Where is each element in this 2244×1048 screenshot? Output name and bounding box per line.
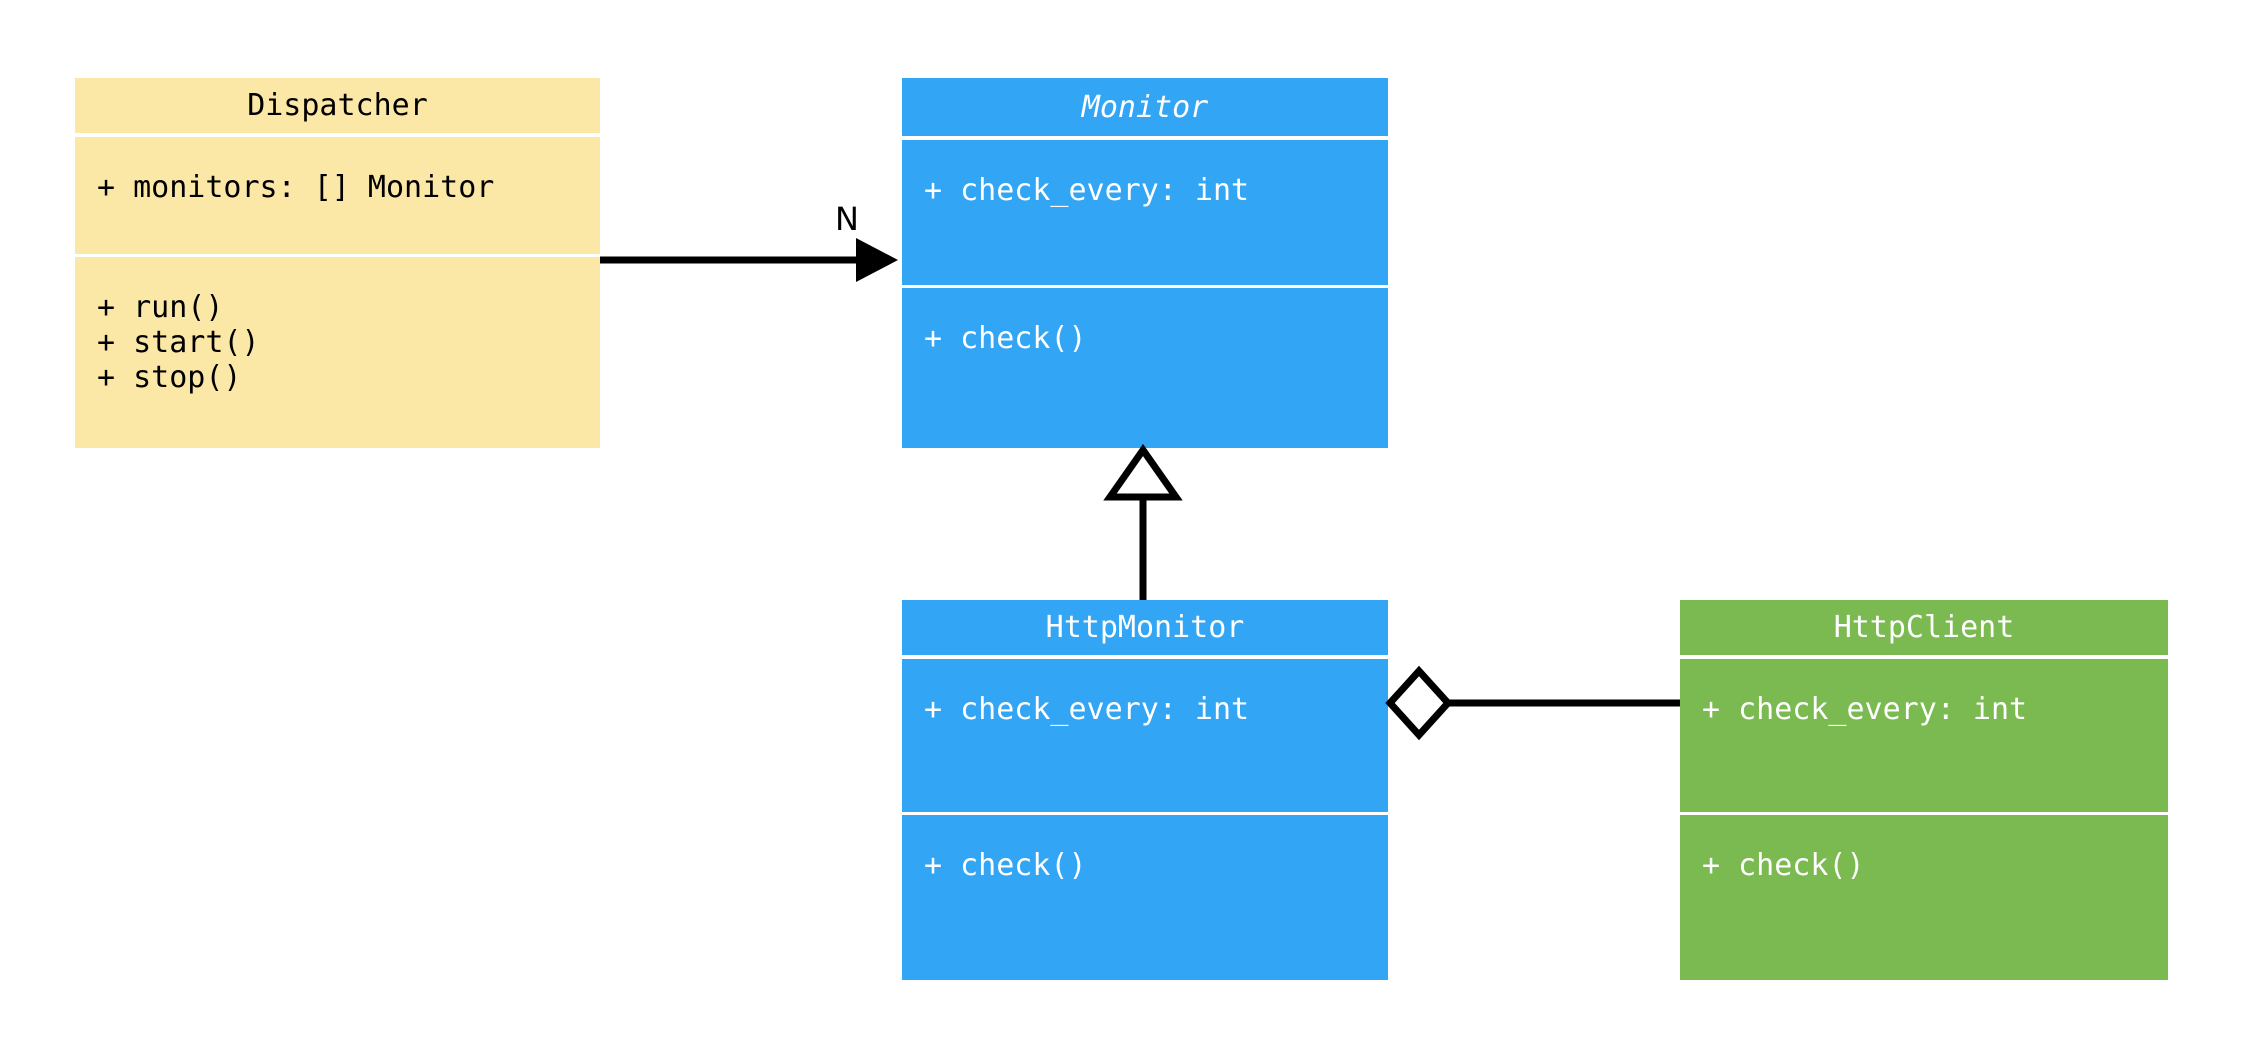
class-attribute: + check_every: int <box>924 173 1250 208</box>
class-method: + run() <box>97 290 224 325</box>
class-method: + stop() <box>97 359 242 395</box>
class-title-compartment-monitor: Monitor <box>902 78 1388 136</box>
association-multiplicity-label: N <box>835 200 859 238</box>
class-name-dispatcher: Dispatcher <box>247 88 428 123</box>
class-methods-compartment-monitor: + check() <box>902 288 1388 448</box>
class-attributes-compartment-httpclient: + check_every: int <box>1680 659 2168 812</box>
class-box-httpmonitor[interactable]: HttpMonitor + check_every: int + check() <box>902 600 1388 980</box>
relationship-dispatcher-to-monitor <box>600 238 898 282</box>
relationship-httpmonitor-to-httpclient <box>1385 665 1680 741</box>
class-box-monitor[interactable]: Monitor + check_every: int + check() <box>902 78 1388 448</box>
filled-arrow-head-icon <box>856 238 898 282</box>
class-box-httpclient[interactable]: HttpClient + check_every: int + check() <box>1680 600 2168 980</box>
hollow-triangle-arrow-head-icon <box>1103 443 1183 501</box>
class-attributes-compartment-httpmonitor: + check_every: int <box>902 659 1388 812</box>
hollow-diamond-icon <box>1385 665 1453 741</box>
class-method: + check() <box>924 321 1087 356</box>
class-name-monitor: Monitor <box>1081 89 1209 125</box>
class-method: + start() <box>97 324 260 360</box>
class-attributes-compartment-dispatcher: + monitors: [] Monitor <box>75 137 600 254</box>
class-attribute: + monitors: [] Monitor <box>97 170 495 205</box>
relationship-httpmonitor-to-monitor <box>1103 443 1183 600</box>
class-methods-compartment-dispatcher: + run() + start() + stop() <box>75 257 600 448</box>
class-box-dispatcher[interactable]: Dispatcher + monitors: [] Monitor + run(… <box>75 78 600 448</box>
class-methods-compartment-httpmonitor: + check() <box>902 815 1388 980</box>
class-attributes-compartment-monitor: + check_every: int <box>902 140 1388 285</box>
class-methods-compartment-httpclient: + check() <box>1680 815 2168 980</box>
class-name-httpclient: HttpClient <box>1833 610 2015 645</box>
class-method: + check() <box>924 848 1087 883</box>
class-title-compartment-httpclient: HttpClient <box>1680 600 2168 655</box>
class-attribute: + check_every: int <box>1702 692 2028 727</box>
class-title-compartment-httpmonitor: HttpMonitor <box>902 600 1388 655</box>
class-name-httpmonitor: HttpMonitor <box>1045 610 1245 645</box>
class-method: + check() <box>1702 848 1865 883</box>
class-title-compartment-dispatcher: Dispatcher <box>75 78 600 133</box>
class-attribute: + check_every: int <box>924 692 1250 727</box>
